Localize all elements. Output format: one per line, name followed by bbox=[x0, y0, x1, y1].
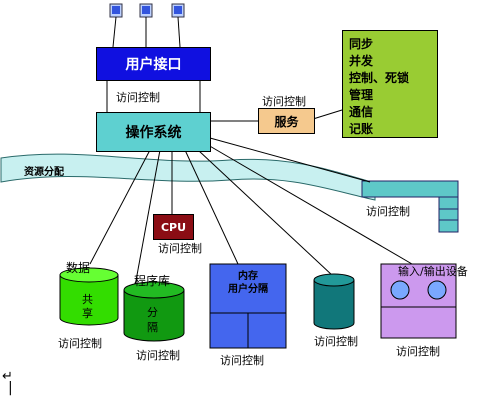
library-cylinder-text: 隔 bbox=[147, 321, 158, 334]
disk-cylinder bbox=[313, 273, 355, 330]
cpu-label: CPU bbox=[160, 220, 187, 234]
sync-item: 同步 bbox=[349, 37, 374, 51]
access-control-label: 访问控制 bbox=[136, 349, 180, 362]
io-device-box bbox=[380, 263, 457, 339]
service-box: 服务 bbox=[258, 108, 315, 134]
sync-item: 通信 bbox=[349, 105, 374, 119]
resource-band bbox=[0, 153, 376, 201]
cpu-box: CPU bbox=[153, 214, 194, 240]
sync-item: 控制、死锁 bbox=[349, 71, 410, 85]
data-cylinder bbox=[59, 267, 119, 326]
access-control-label: 访问控制 bbox=[58, 337, 102, 350]
library-cylinder bbox=[123, 281, 185, 342]
terminal-icon bbox=[171, 3, 185, 48]
data-cylinder-text: 共 bbox=[82, 293, 93, 306]
io-knob-right bbox=[427, 280, 447, 300]
os-lib-line bbox=[134, 149, 161, 287]
access-control-label: 访问控制 bbox=[158, 242, 202, 255]
access-control-label: 访问控制 bbox=[314, 335, 358, 348]
data-cylinder-title: 数据 bbox=[66, 261, 91, 275]
user-interface-label: 用户接口 bbox=[125, 57, 182, 73]
access-control-label: 访问控制 bbox=[262, 95, 306, 108]
sync-item: 并发 bbox=[349, 54, 374, 68]
library-cylinder-title: 程序库 bbox=[134, 274, 171, 288]
resource-band-label: 资源分配 bbox=[24, 167, 64, 178]
user-interface-box: 用户接口 bbox=[96, 47, 211, 81]
os-disk-line bbox=[197, 149, 334, 277]
terminal-icon bbox=[139, 3, 153, 47]
io-knob-left bbox=[390, 280, 410, 300]
os-data-line bbox=[89, 149, 151, 265]
svg-text:↵: ↵ bbox=[2, 369, 13, 384]
service-sync-line bbox=[312, 109, 343, 120]
os-mem-line bbox=[184, 149, 239, 265]
data-cylinder-text: 享 bbox=[82, 307, 93, 320]
os-label: 操作系统 bbox=[125, 125, 182, 141]
service-label: 服务 bbox=[274, 114, 299, 129]
sync-item: 记账 bbox=[349, 122, 374, 136]
memory-label: 内存 用户分隔 bbox=[228, 271, 268, 295]
io-device-label: 输入/输出设备 bbox=[398, 265, 468, 278]
access-control-label: 访问控制 bbox=[396, 345, 440, 358]
access-control-label: 访问控制 bbox=[220, 354, 264, 367]
access-control-label: 访问控制 bbox=[116, 91, 160, 104]
os-io-line bbox=[207, 144, 413, 265]
right-bar-column bbox=[438, 196, 459, 233]
svg-text:|: | bbox=[8, 380, 13, 396]
access-control-label: 访问控制 bbox=[366, 205, 410, 218]
sync-panel: 同步 并发 控制、死锁 管理 通信 记账 bbox=[342, 30, 438, 138]
terminal-icon bbox=[109, 3, 123, 48]
right-bar bbox=[361, 180, 459, 198]
os-bar-line bbox=[209, 137, 371, 183]
library-cylinder-text: 分 bbox=[147, 306, 158, 319]
os-box: 操作系统 bbox=[96, 112, 211, 152]
sync-item: 管理 bbox=[349, 88, 374, 102]
